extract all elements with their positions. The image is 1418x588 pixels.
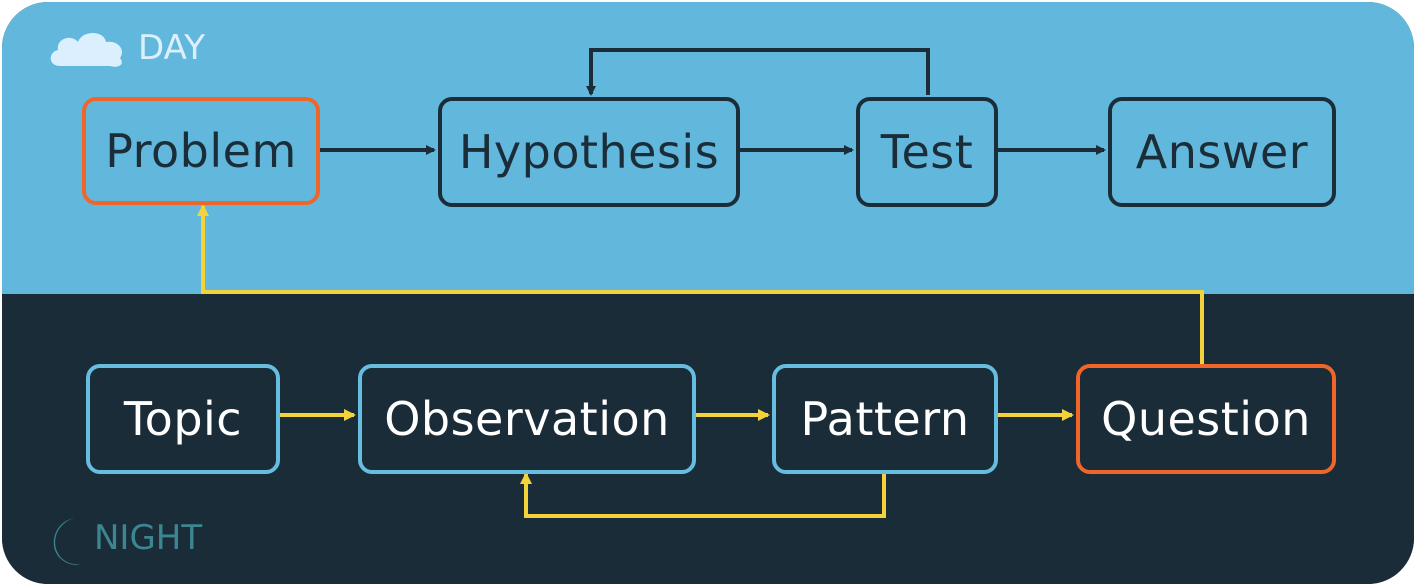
night-label: NIGHT	[94, 518, 203, 558]
answer-box: Answer	[1108, 97, 1336, 207]
observation-label: Observation	[384, 392, 670, 446]
arrow-pattern-to-observation-loop	[520, 470, 886, 518]
test-box: Test	[856, 97, 998, 207]
pattern-box: Pattern	[772, 364, 998, 474]
topic-label: Topic	[123, 392, 243, 446]
problem-label: Problem	[105, 124, 297, 178]
question-box: Question	[1076, 364, 1336, 474]
question-label: Question	[1101, 392, 1311, 446]
pattern-label: Pattern	[800, 392, 970, 446]
day-label: DAY	[138, 28, 205, 68]
moon-icon	[53, 518, 80, 565]
arrow-test-to-hypothesis-loop	[586, 48, 930, 96]
problem-box: Problem	[82, 97, 320, 205]
cloud-icon	[50, 33, 123, 67]
hypothesis-label: Hypothesis	[458, 125, 720, 179]
answer-label: Answer	[1135, 125, 1309, 179]
observation-box: Observation	[358, 364, 696, 474]
test-label: Test	[880, 125, 974, 179]
topic-box: Topic	[86, 364, 280, 474]
arrow-question-to-problem	[197, 204, 1204, 364]
hypothesis-box: Hypothesis	[438, 97, 740, 207]
